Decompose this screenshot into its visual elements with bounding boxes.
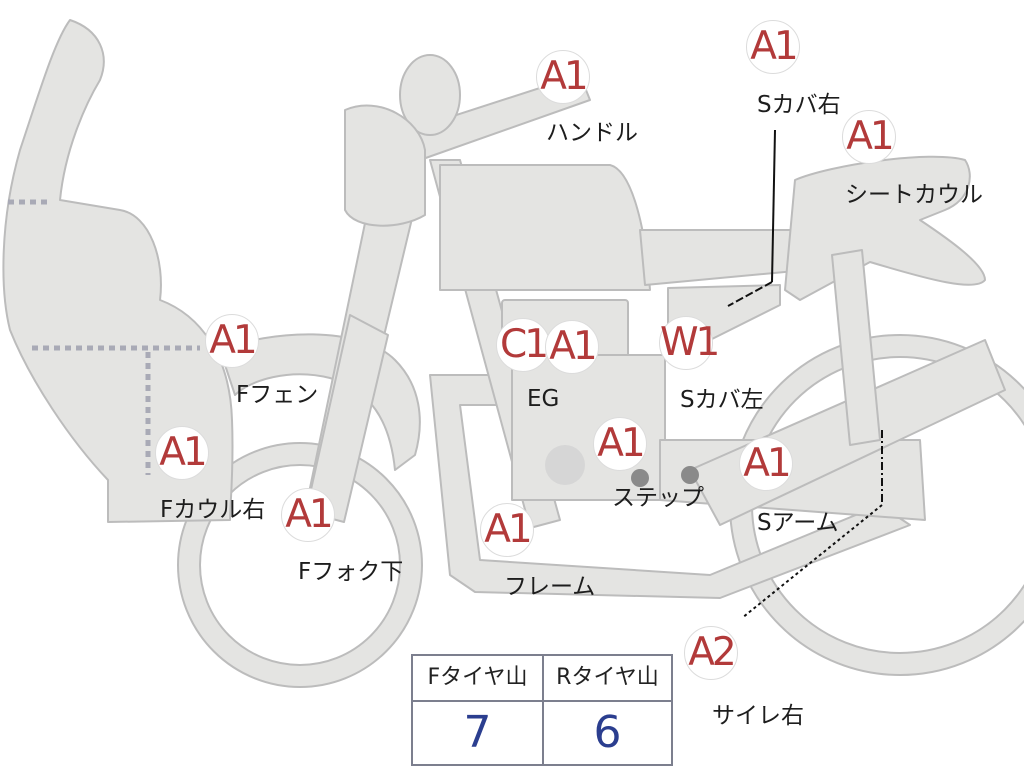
grade-badge-front-fork: A1 [281, 488, 335, 542]
grade-badge-engine-a: A1 [545, 320, 599, 374]
front-tire-header: Fタイヤ山 [413, 656, 542, 702]
part-label-silencer-right: サイレ右 [712, 703, 804, 729]
leader-line-side-cover [771, 129, 776, 283]
part-label-seat-cowl: シートカウル [845, 182, 983, 208]
grade-badge-front-cowl-right: A1 [155, 426, 209, 480]
grade-badge-silencer-right: A2 [684, 626, 738, 680]
part-label-frame: フレーム [504, 574, 596, 600]
rear-tire-header: Rタイヤ山 [544, 656, 671, 702]
part-label-engine: EG [527, 386, 560, 412]
fuel-tank-shape [439, 164, 651, 291]
grade-badge-frame: A1 [480, 503, 534, 557]
part-label-side-cover-left: Sカバ左 [680, 387, 764, 413]
part-label-step: ステップ [612, 485, 704, 511]
front-wheel [177, 442, 423, 688]
grade-badge-front-fender: A1 [205, 314, 259, 368]
part-label-swing-arm: Sアーム [757, 510, 839, 536]
front-cowl-shape [2, 19, 234, 523]
grade-badge-step: A1 [593, 417, 647, 471]
grade-badge-side-cover-right: A1 [746, 20, 800, 74]
grade-badge-swing-arm: A1 [739, 437, 793, 491]
part-label-handle: ハンドル [546, 120, 638, 146]
part-label-side-cover-right: Sカバ右 [757, 92, 841, 118]
rear-tire-value: 6 [593, 707, 622, 758]
front-tire-value: 7 [463, 707, 492, 758]
tire-tread-table: Fタイヤ山 Rタイヤ山 7 6 [411, 654, 673, 766]
part-label-front-cowl-right: Fカウル右 [160, 497, 266, 523]
table-divider [542, 656, 544, 764]
grade-badge-handle: A1 [536, 50, 590, 104]
grade-badge-engine-c: C1 [496, 318, 550, 372]
grade-badge-seat-cowl: A1 [842, 110, 896, 164]
part-label-front-fork: Fフォク下 [298, 559, 404, 585]
part-label-front-fender: Fフェン [236, 382, 319, 408]
grade-badge-side-cover-left: W1 [659, 316, 720, 370]
